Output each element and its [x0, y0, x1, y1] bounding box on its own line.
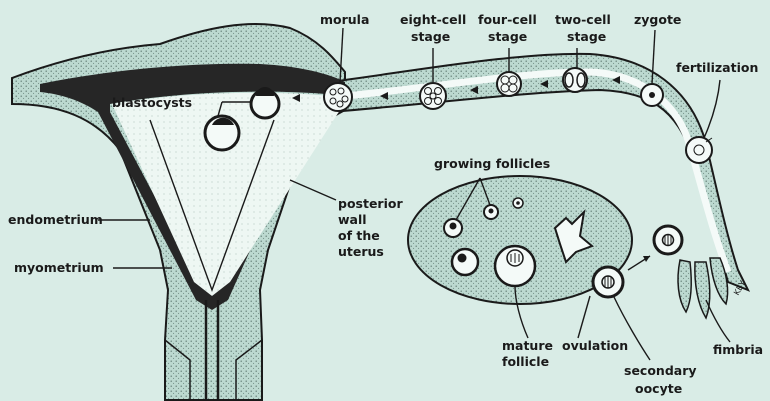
label-blastocysts: blastocysts — [112, 95, 192, 110]
label-posterior: posterior — [338, 196, 403, 211]
label-wall: wall — [338, 212, 367, 227]
fimbria — [678, 258, 728, 318]
label-oocyte: oocyte — [635, 381, 682, 396]
oocyte-in-fimbria — [654, 226, 682, 254]
label-mature: mature — [502, 338, 553, 353]
growing-follicle-3 — [513, 198, 523, 208]
blastocyst-lower — [205, 116, 239, 150]
label-four-cell-stage: stage — [488, 29, 527, 44]
label-zygote: zygote — [634, 12, 681, 27]
morula — [324, 83, 352, 111]
growing-follicle-4 — [452, 249, 478, 275]
secondary-oocyte — [593, 267, 623, 297]
label-secondary: secondary — [624, 363, 697, 378]
label-endometrium: endometrium — [8, 212, 103, 227]
label-fimbria: fimbria — [713, 342, 763, 357]
label-fertilization: fertilization — [676, 60, 758, 75]
mature-follicle — [495, 246, 535, 286]
two-cell — [563, 68, 587, 92]
label-myometrium: myometrium — [14, 260, 104, 275]
label-eight-cell: eight-cell — [400, 12, 466, 27]
label-eight-cell-stage: stage — [411, 29, 450, 44]
zygote — [641, 84, 663, 106]
fertilization-oocyte — [686, 137, 712, 163]
label-follicle: follicle — [502, 354, 549, 369]
growing-follicle-2 — [484, 205, 498, 219]
four-cell — [497, 72, 521, 96]
label-ovulation: ovulation — [562, 338, 628, 353]
eight-cell — [420, 83, 446, 109]
label-two-cell: two-cell — [555, 12, 611, 27]
label-two-cell-stage: stage — [567, 29, 606, 44]
label-four-cell: four-cell — [478, 12, 537, 27]
growing-follicle-1 — [444, 219, 462, 237]
label-of-the: of the — [338, 228, 380, 243]
label-uterus: uterus — [338, 244, 384, 259]
label-morula: morula — [320, 12, 369, 27]
label-growing-follicles: growing follicles — [434, 156, 550, 171]
